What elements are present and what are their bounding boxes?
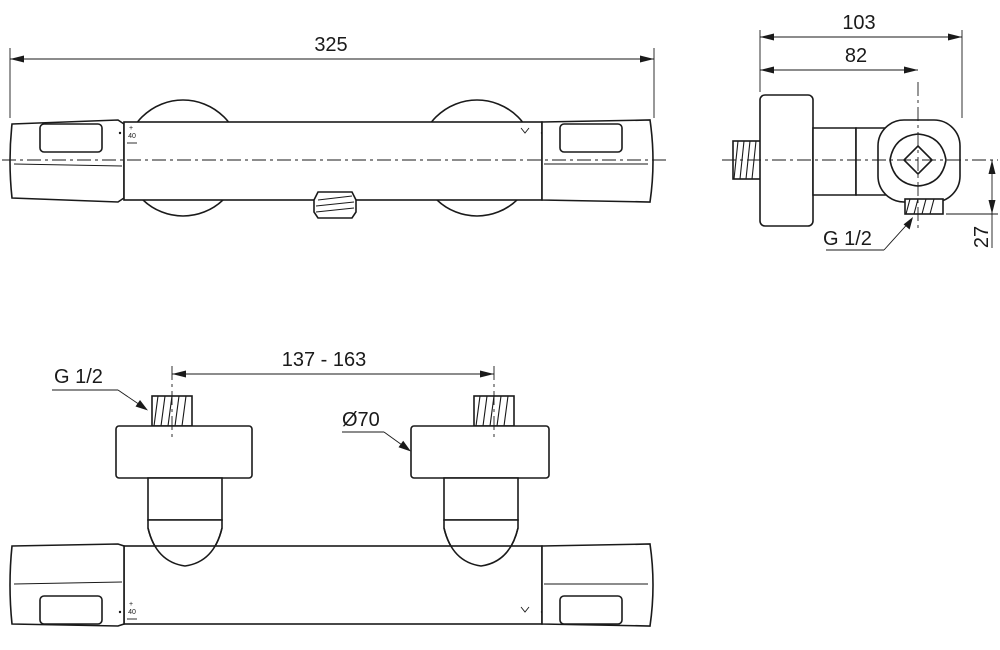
flange-diameter-label: Ø70 [342, 409, 411, 452]
front-chevron-icon [520, 127, 530, 134]
front-flanges-top [136, 99, 524, 122]
side-handle-head [877, 119, 961, 203]
bottom-view: + 40 137 - 163 G 1/2 [9, 349, 654, 627]
bottom-temperature-scale: + 40 [118, 601, 137, 620]
bottom-left-inlet [115, 395, 253, 567]
svg-text:G 1/2: G 1/2 [54, 366, 103, 388]
dim-height-offset: 27 [946, 160, 998, 248]
svg-text:40: 40 [128, 609, 136, 616]
dim-depth-body: 82 [760, 45, 918, 74]
bottom-right-inlet [410, 395, 550, 567]
dim-depth-total: 103 [759, 12, 963, 118]
svg-text:325: 325 [314, 34, 347, 56]
front-right-handle [541, 119, 654, 203]
front-body-bar [123, 121, 543, 201]
bottom-right-handle [541, 543, 654, 627]
front-temperature-scale: + 40 [118, 125, 137, 144]
side-flange [759, 94, 814, 227]
front-outlet-nipple [313, 191, 357, 219]
front-view: + 40 325 [2, 34, 668, 219]
side-view: 103 82 27 G 1/2 [722, 12, 998, 251]
svg-text:103: 103 [842, 12, 875, 34]
bottom-thread-label: G 1/2 [52, 366, 148, 411]
svg-text:+: + [129, 125, 133, 132]
dim-overall-length: 325 [9, 34, 655, 118]
svg-text:82: 82 [845, 45, 867, 67]
dim-centre-distance: 137 - 163 [172, 349, 494, 378]
svg-text:137 - 163: 137 - 163 [282, 349, 367, 371]
side-thread-label: G 1/2 [823, 217, 913, 251]
bottom-left-handle [9, 543, 125, 627]
bottom-body-bar [123, 545, 543, 625]
side-connector [812, 127, 857, 196]
bottom-chevron-icon [520, 606, 530, 613]
side-outlet-thread [904, 198, 944, 215]
svg-text:G 1/2: G 1/2 [823, 228, 872, 250]
front-flanges-bottom [141, 200, 519, 217]
dim-height-offset-text: 27 [971, 226, 993, 248]
svg-text:+: + [129, 601, 133, 608]
svg-text:Ø70: Ø70 [342, 409, 380, 431]
svg-text:40: 40 [128, 133, 136, 140]
front-left-handle [9, 119, 125, 203]
